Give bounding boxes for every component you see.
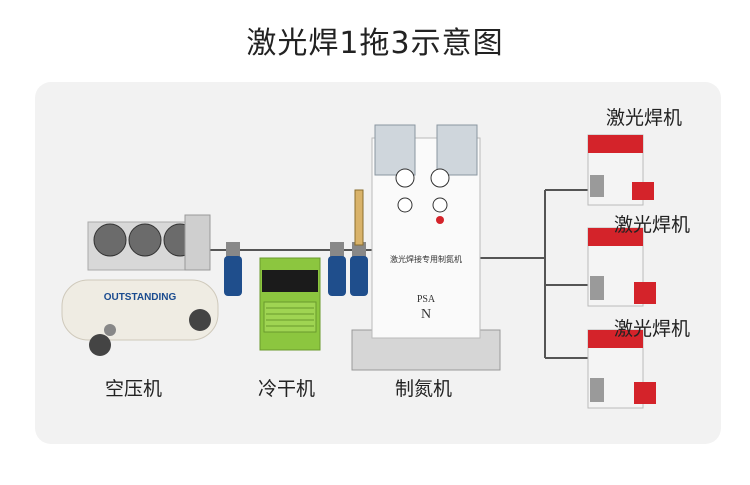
psa-text: PSA [417, 294, 436, 305]
label-welder-3: 激光焊机 [614, 318, 691, 340]
nitrogen-generator: 激光焊接专用制氮机 PSA N [351, 124, 501, 371]
label-nitrogen: 制氮机 [395, 378, 453, 400]
refrigerated-dryer [259, 257, 321, 351]
filter-left [224, 242, 242, 296]
label-compressor: 空压机 [105, 378, 163, 400]
label-welder-1: 激光焊机 [606, 107, 683, 129]
label-welder-2: 激光焊机 [614, 214, 691, 236]
filter-mid2 [350, 242, 368, 296]
diagram-title: 激光焊1拖3示意图 [246, 26, 504, 61]
nitrogen-panel-text: 激光焊接专用制氮机 [390, 254, 462, 264]
laser-welder-3 [587, 329, 656, 409]
filter-mid1 [328, 242, 346, 296]
laser-welder-2 [587, 227, 656, 307]
n2-text: N [421, 307, 431, 322]
compressor-brand: OUTSTANDING [104, 292, 177, 303]
label-dryer: 冷干机 [258, 378, 316, 400]
air-compressor: OUTSTANDING [61, 214, 219, 356]
laser-welder-1 [587, 134, 654, 206]
